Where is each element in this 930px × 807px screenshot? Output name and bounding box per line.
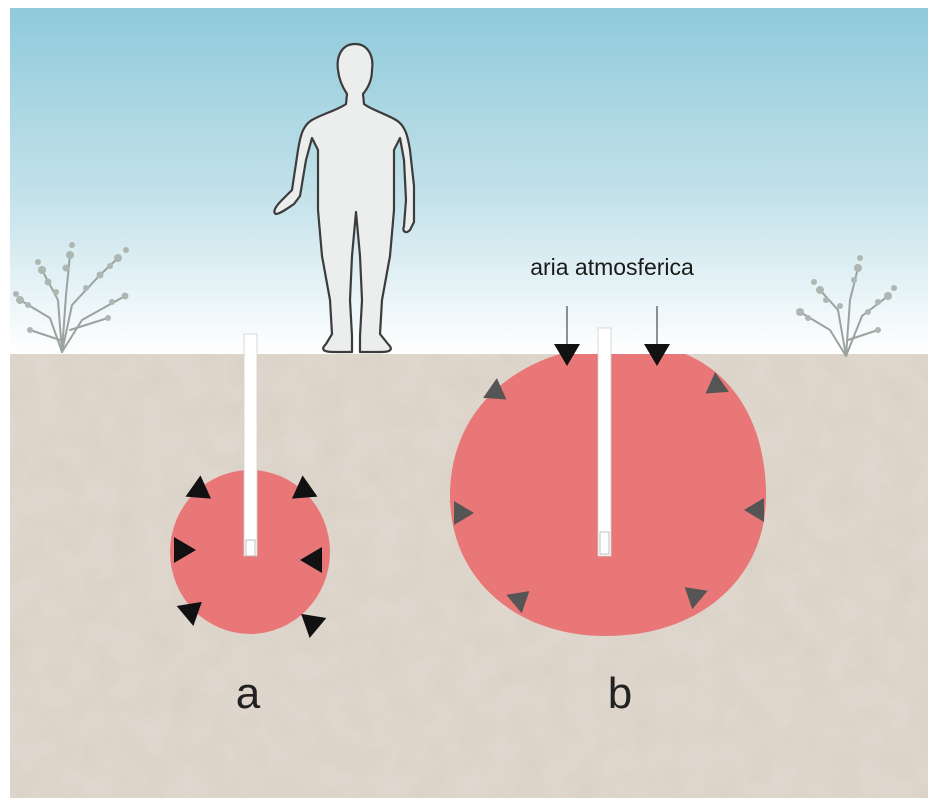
panel-label-b: b: [608, 669, 632, 718]
panel-label-a: a: [236, 669, 261, 718]
tube-b: [598, 328, 611, 556]
air-label: aria atmosferica: [530, 254, 694, 280]
sky: [10, 8, 928, 354]
soil-texture: [10, 354, 928, 798]
tube-a: [244, 334, 257, 556]
